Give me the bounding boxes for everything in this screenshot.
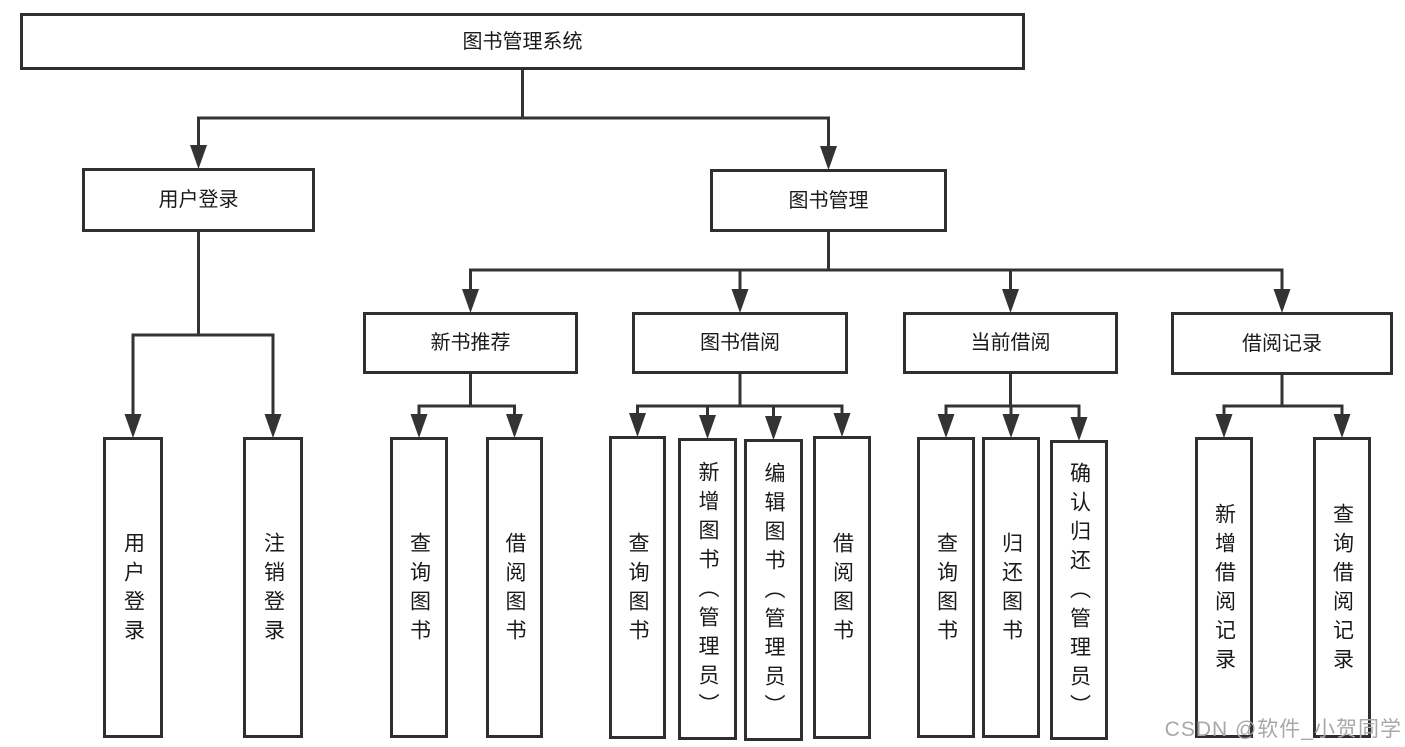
arrowhead-icon (629, 413, 646, 437)
arrowhead-icon (1215, 414, 1233, 438)
node-records: 借阅记录 (1171, 312, 1393, 375)
arrowhead-icon (410, 414, 428, 438)
node-rec-add: 新增借阅记录 (1195, 437, 1253, 738)
node-rec-query: 查询图书 (390, 437, 448, 738)
arrowhead-icon (833, 413, 851, 437)
node-cur-query: 查询图书 (917, 437, 975, 738)
node-rec-borrow: 借阅图书 (486, 437, 543, 738)
node-root: 图书管理系统 (20, 13, 1025, 70)
node-bor-borrow: 借阅图书 (813, 436, 871, 739)
arrowhead-icon (1002, 414, 1020, 438)
arrowhead-icon (1002, 289, 1019, 313)
node-rec-search: 查询借阅记录 (1313, 437, 1371, 738)
node-recommend: 新书推荐 (363, 312, 578, 374)
arrowhead-icon (937, 414, 955, 438)
watermark-text: CSDN @软件_小贺同学 (1164, 718, 1402, 741)
arrowhead-icon (731, 289, 749, 313)
node-cur-return: 归还图书 (982, 437, 1040, 738)
node-bor-edit: 编辑图书（管理员） (744, 439, 803, 741)
arrowhead-icon (462, 289, 479, 313)
arrowhead-icon (765, 416, 782, 440)
node-current: 当前借阅 (903, 312, 1118, 374)
arrowhead-icon (1273, 289, 1291, 313)
node-cur-confirm: 确认归还（管理员） (1050, 440, 1108, 740)
node-logout: 注销登录 (243, 437, 303, 738)
node-mgmt: 图书管理 (710, 169, 947, 232)
node-login: 用户登录 (82, 168, 315, 232)
arrowhead-icon (124, 414, 142, 438)
node-bor-query: 查询图书 (609, 436, 666, 739)
arrowhead-icon (190, 145, 207, 169)
arrowhead-icon (1070, 417, 1088, 441)
arrowhead-icon (699, 415, 716, 439)
node-bor-add: 新增图书（管理员） (678, 438, 737, 740)
node-user-login: 用户登录 (103, 437, 163, 738)
arrowhead-icon (264, 414, 282, 438)
arrowhead-icon (506, 414, 523, 438)
arrowhead-icon (820, 146, 837, 170)
arrowhead-icon (1333, 414, 1351, 438)
node-borrowing: 图书借阅 (632, 312, 848, 374)
